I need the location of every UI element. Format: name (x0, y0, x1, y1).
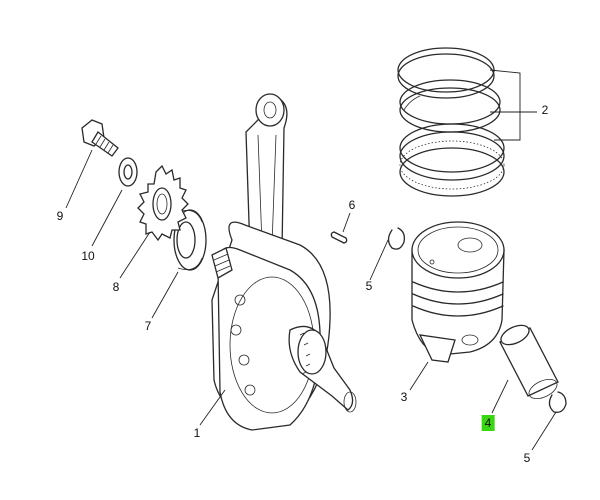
callout-4-highlighted: 4 (481, 415, 495, 431)
crankshaft-assembly (211, 93, 357, 431)
leader-lines (65, 69, 557, 451)
bolt (81, 119, 119, 157)
callout-5-upper: 5 (365, 279, 373, 293)
callout-2: 2 (541, 103, 549, 117)
callout-9: 9 (56, 209, 64, 223)
piston (411, 221, 505, 363)
bearing (173, 209, 207, 271)
small-pin (330, 231, 348, 244)
callout-5-lower: 5 (523, 451, 531, 465)
callout-8: 8 (112, 280, 120, 294)
callout-6: 6 (348, 198, 356, 212)
callout-1: 1 (193, 426, 201, 440)
callout-7: 7 (144, 319, 152, 333)
callout-10: 10 (81, 249, 95, 263)
circlip-upper (387, 227, 406, 250)
piston-pin (499, 324, 559, 400)
washer (118, 157, 138, 187)
circlip-lower (548, 391, 567, 413)
piston-rings (397, 47, 505, 197)
callout-3: 3 (400, 390, 408, 404)
timing-gear (137, 164, 189, 242)
